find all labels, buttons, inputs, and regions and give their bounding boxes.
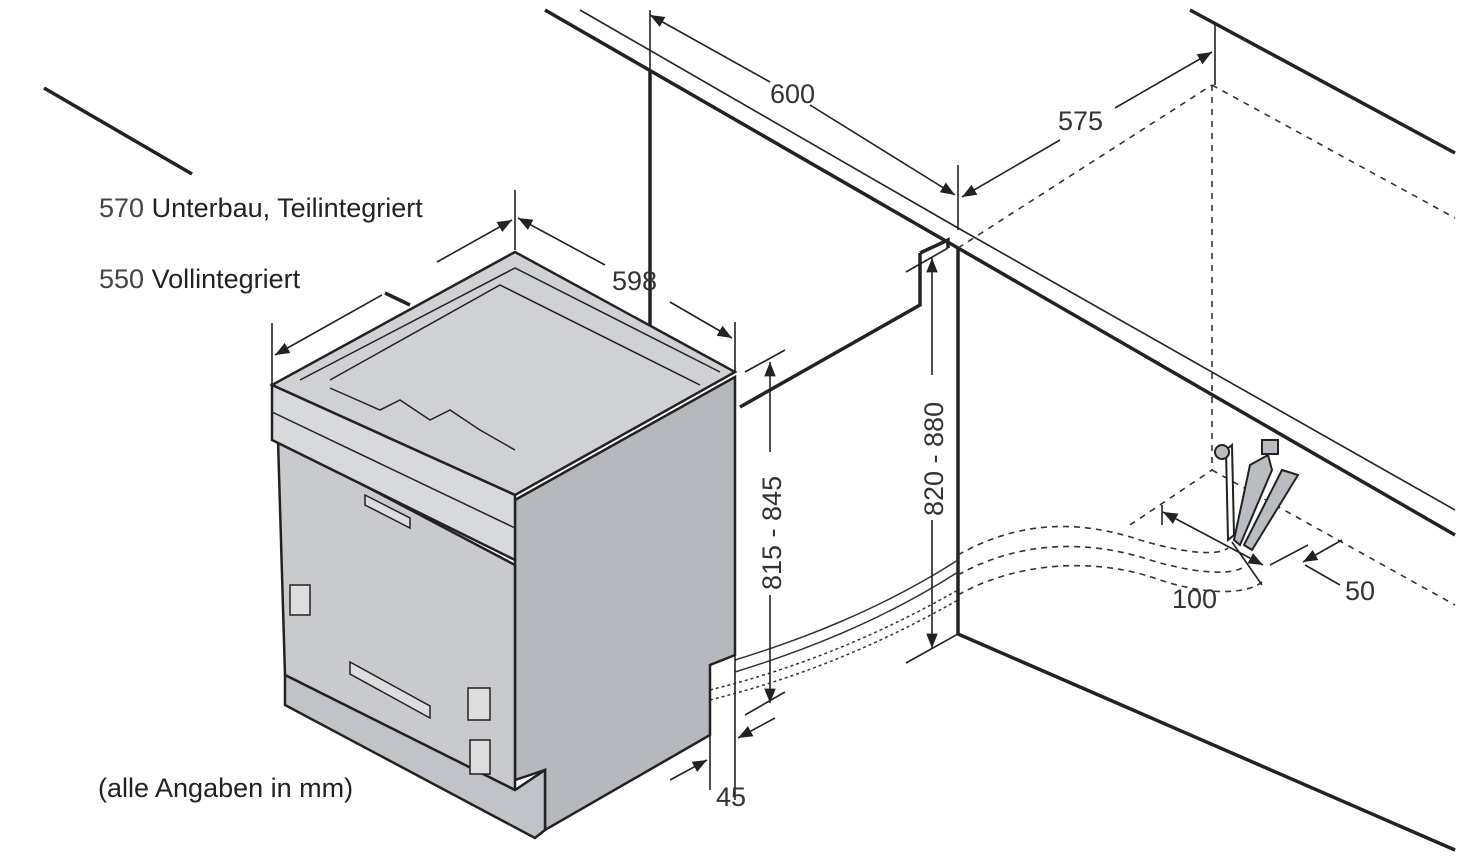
footnote: (alle Angaben in mm) — [98, 773, 354, 803]
hose-visible — [709, 559, 959, 701]
dim-cabinet-depth: 575 — [1058, 106, 1103, 136]
dim-cabinet-width: 600 — [770, 79, 815, 109]
appliance-plinth — [283, 672, 547, 840]
legend-row-1: 570 Unterbau, Teilintegriert — [99, 195, 423, 222]
legend-row-1-text: Unterbau, Teilintegriert — [151, 193, 423, 223]
dim-appliance-width: 598 — [612, 266, 657, 296]
dim-connection-offset: 50 — [1345, 576, 1375, 606]
hose-routes — [957, 525, 1263, 596]
legend-row-2-value: 550 — [99, 264, 145, 294]
dishwasher — [269, 250, 738, 840]
legend-row-1-value: 570 — [99, 193, 145, 223]
dim-plinth-depth: 45 — [716, 782, 746, 812]
dim-niche-height: 820 - 880 — [919, 402, 949, 516]
dim-connection-width: 100 — [1172, 584, 1217, 614]
cabinet-outline — [43, 8, 1456, 852]
cabinet-top-edge — [579, 9, 1456, 511]
legend-row-2-text: Vollintegriert — [151, 264, 301, 294]
appliance-control-panel — [270, 383, 517, 563]
legend-row-2: 550 Vollintegriert — [99, 266, 300, 293]
water-connection-fittings — [1214, 439, 1300, 552]
dimension-lines — [271, 10, 1343, 800]
niche-hidden-edges — [957, 84, 1456, 606]
dim-appliance-height: 815 - 845 — [757, 476, 787, 590]
